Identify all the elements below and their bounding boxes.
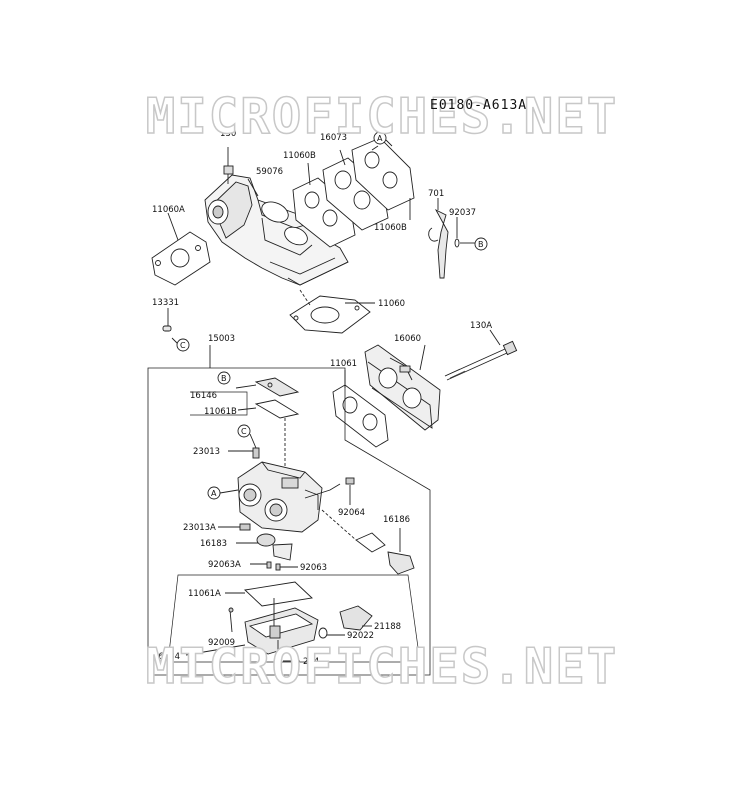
label-11060B-right: 11060B [374,223,407,233]
screw-23013 [228,447,260,459]
label-16060: 16060 [394,334,421,344]
cover-16146 [235,377,300,397]
gasket-11060 [289,289,375,334]
gasket-11060B-front [292,162,356,248]
svg-text:C: C [180,341,186,350]
leader-16184 [185,644,246,656]
svg-text:A: A [377,134,383,143]
label-701: 701 [428,189,444,199]
label-21188: 21188 [374,622,401,632]
label-92009: 92009 [208,638,235,648]
label-11061: 11061 [330,359,357,369]
label-13331: 13331 [152,298,179,308]
float-bowl-16184 [244,598,319,655]
label-92063A: 92063A [208,560,241,570]
carburetor-assembly-box [147,367,431,676]
label-15003: 15003 [208,334,235,344]
reference-markers: A B C B C A [176,131,488,500]
label-92022: 92022 [347,631,374,641]
label-16183: 16183 [200,539,227,549]
watermark-bottom: MICROFICHES.NET [145,637,619,696]
bolt-214 [274,640,300,666]
svg-text:A: A [211,489,217,498]
diaphragm-16183 [236,533,293,561]
label-214: 214 [303,657,319,667]
screw-92009 [228,607,234,633]
gasket-11060A [151,212,211,286]
long-bolt-130A [444,329,518,381]
gasket-11061A [225,581,313,607]
part-labels: 130 16073 11060B 59076 11060A 11060B 701… [152,129,492,667]
o-ring-92022 [318,627,345,639]
label-16073: 16073 [320,133,347,143]
label-11061A: 11061A [188,589,221,599]
plug-13331 [162,308,179,345]
diagram-code: E0180-A613A [430,98,528,113]
ref-B-top: B [474,237,488,251]
svg-text:C: C [241,427,247,436]
bolt-130 [223,147,234,184]
label-59076: 59076 [256,167,283,177]
screws-92063 [250,561,298,571]
vent-hose-701 [428,198,449,279]
label-16186: 16186 [383,515,410,525]
label-23013A: 23013A [183,523,216,533]
label-16146: 16146 [190,391,217,401]
label-11060: 11060 [378,299,405,309]
watermark-top: MICROFICHES.NET [145,87,619,146]
label-130: 130 [220,129,236,139]
label-92037: 92037 [449,208,476,218]
intake-manifold-59076 [204,174,349,286]
screw-23013A [218,523,251,531]
carb-holder-16060 [364,344,441,431]
label-92064: 92064 [338,508,365,518]
label-11061B: 11061B [204,407,237,417]
svg-text:B: B [221,374,227,383]
label-130A: 130A [470,321,492,331]
float-bowl-box [167,574,421,663]
ref-A-bottom: A [207,486,221,500]
bracket-16146-group [190,391,248,416]
ref-C-top: C [176,338,190,352]
ref-B-bottom: B [217,371,231,385]
label-92063: 92063 [300,563,327,573]
gasket-insulator-16073 [322,149,389,231]
label-11060B-top: 11060B [283,151,316,161]
solenoid-16186 [321,509,415,575]
clip-92037 [454,217,475,248]
svg-text:B: B [478,240,484,249]
carburetor-body [237,461,341,533]
ref-C-bottom: C [237,424,251,438]
ref-A-top: A [373,131,387,145]
gasket-11061B [237,399,300,419]
label-11060A: 11060A [152,205,185,215]
screw-92064 [345,477,355,505]
label-23013: 23013 [193,447,220,457]
label-16184: 16184 [153,652,180,662]
solenoid-valve-21188 [339,605,373,631]
